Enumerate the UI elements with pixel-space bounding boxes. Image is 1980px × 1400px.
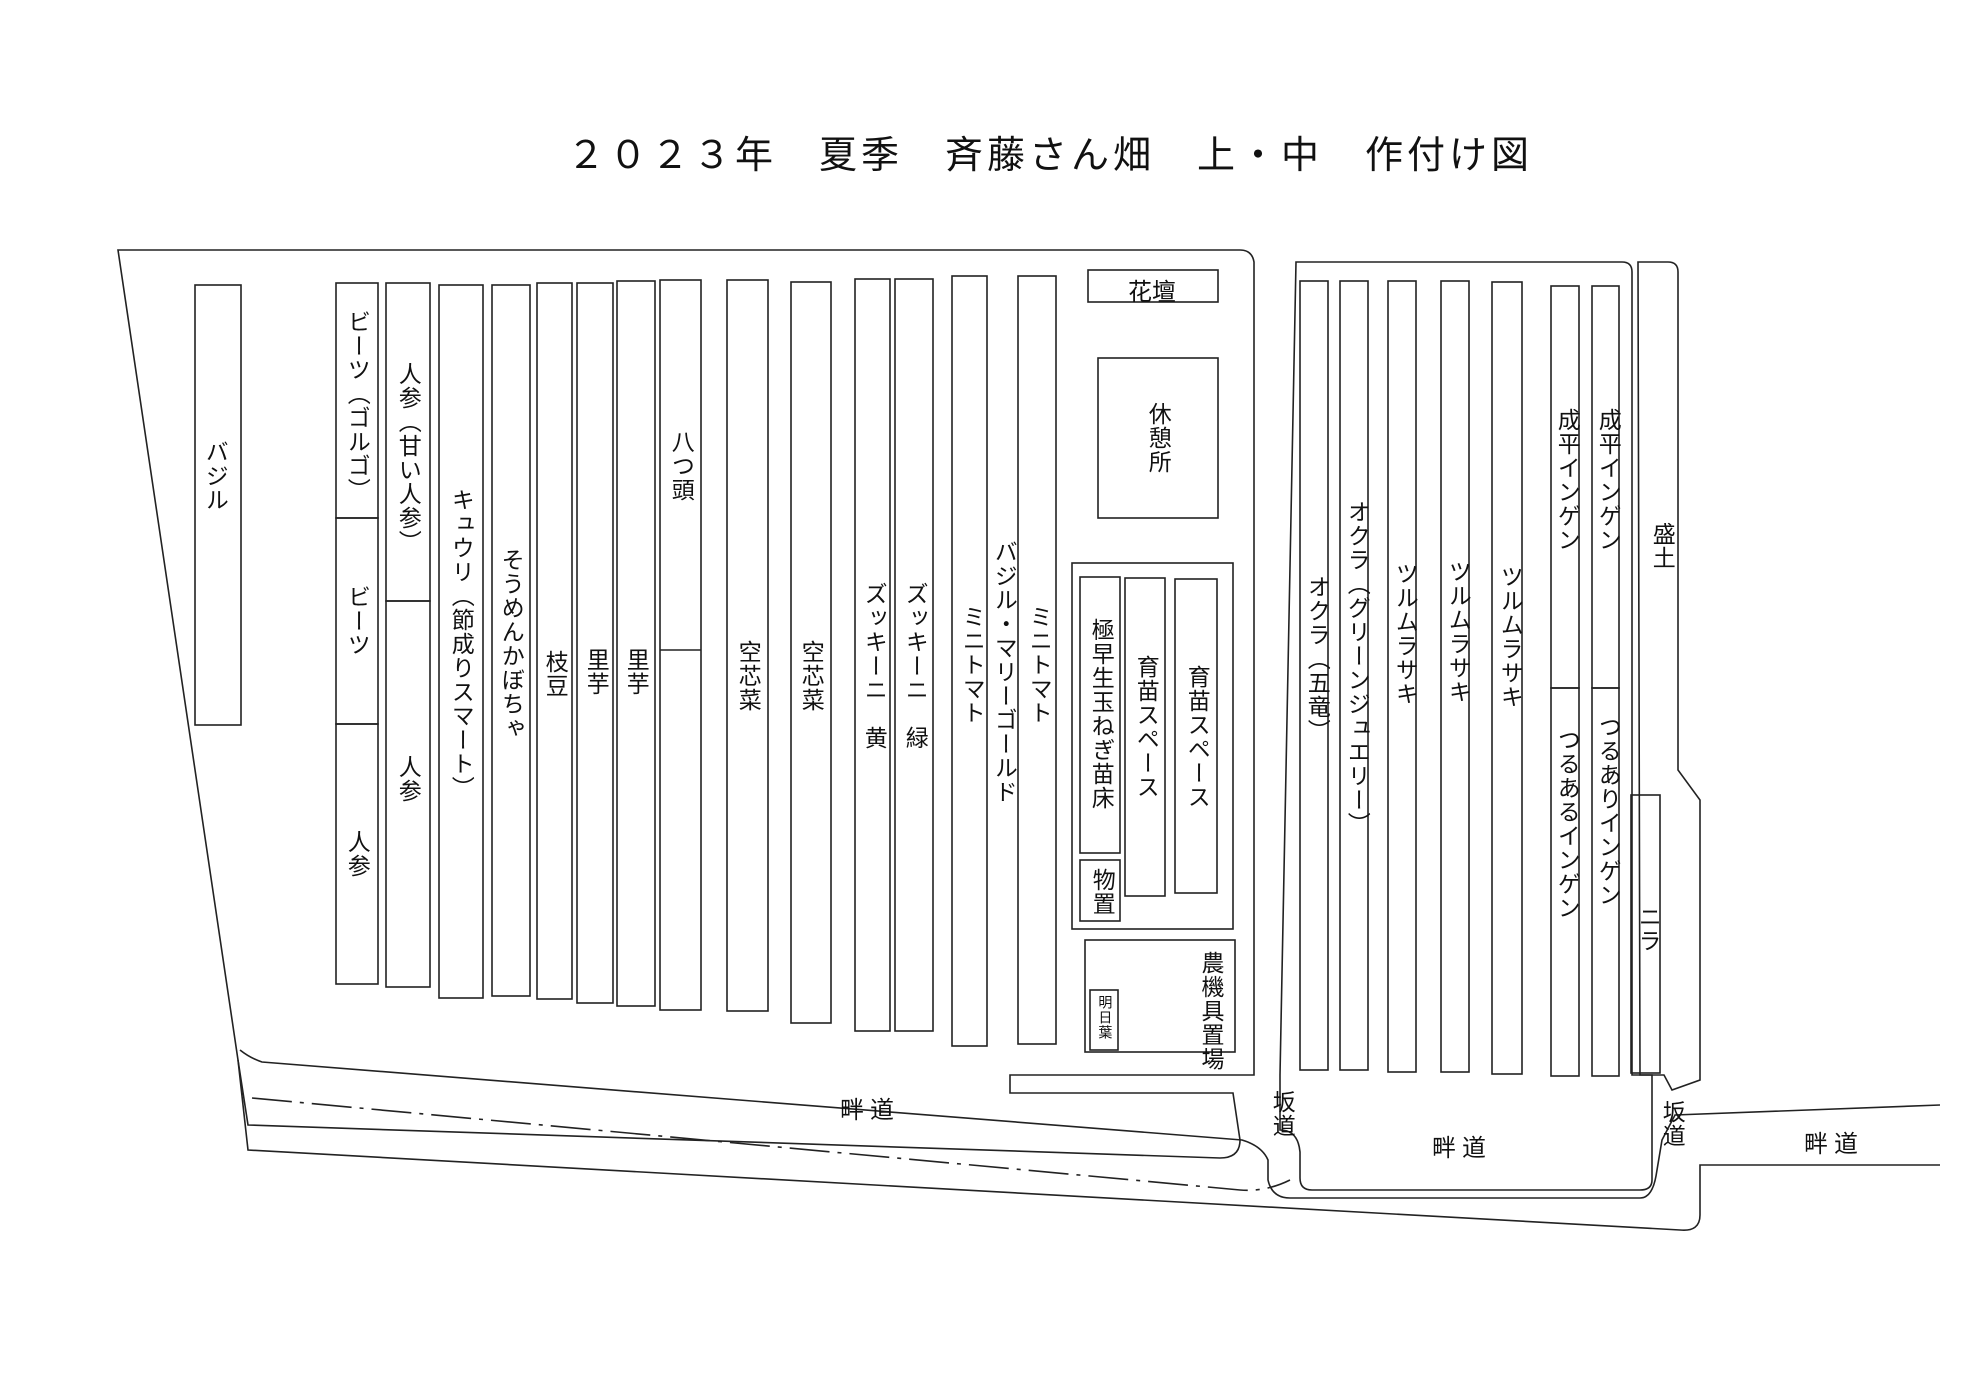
- label-nursery-2: 育苗スペース: [1183, 665, 1210, 809]
- bed-taro-2: [616, 280, 656, 1007]
- bed-zucchini-green: [894, 278, 934, 1032]
- label-cucumber: キュウリ（節成りスマート）: [447, 488, 474, 800]
- bed-ashitaba: [1089, 989, 1119, 1051]
- path-centerline: [251, 1097, 1291, 1192]
- farm-tools-area: [1084, 939, 1236, 1053]
- label-basil-marigold: バジル・マリーゴールド: [990, 540, 1017, 804]
- storage-shed: [1079, 859, 1121, 922]
- bed-okra-green-jewelry: [1339, 280, 1369, 1071]
- label-carrot-b: 人参: [394, 755, 421, 803]
- bed-somen-squash: [491, 284, 531, 997]
- label-tsuru-aru: つるあるインゲン: [1553, 728, 1580, 920]
- label-okra-green-jewelry: オクラ（グリーンジュエリー）: [1343, 500, 1370, 836]
- label-storage: 物置: [1088, 868, 1115, 916]
- bed-okra-goryu: [1299, 280, 1329, 1071]
- bed-kushinsai-2: [790, 281, 832, 1024]
- label-ashitaba: 明日葉: [1096, 995, 1113, 1040]
- label-narihira-2: 成平インゲン: [1594, 408, 1621, 552]
- bed-onion: [1079, 576, 1121, 854]
- bed-basil: [194, 284, 242, 726]
- label-yatsugashira: 八つ頭: [667, 430, 694, 502]
- label-nursery-1: 育苗スペース: [1132, 655, 1159, 799]
- bed-nira: [1630, 794, 1661, 1074]
- right-strip-outline: [1637, 261, 1701, 1091]
- flowerbed: [1087, 269, 1219, 303]
- label-onion-bed: 極早生玉ねぎ苗床: [1087, 618, 1114, 810]
- bed-tsuru-aru: [1550, 687, 1580, 1077]
- rest-area: [1097, 357, 1219, 519]
- label-morido: 盛土: [1648, 522, 1675, 570]
- label-path-3: 畔道: [1804, 1130, 1864, 1158]
- label-tsurumurasaki-3: ツルムラサキ: [1496, 565, 1523, 709]
- label-slope-2: 坂道: [1658, 1100, 1685, 1148]
- bed-cucumber: [438, 284, 484, 999]
- label-zucchini-green: ズッキーニ 緑: [901, 582, 928, 750]
- label-taro-2: 里芋: [622, 648, 649, 696]
- label-beets-golgo: ビーツ（ゴルゴ）: [343, 310, 370, 502]
- label-nira: ニラ: [1634, 905, 1661, 953]
- label-tsurumurasaki-1: ツルムラサキ: [1391, 562, 1418, 706]
- bed-zucchini-yellow: [854, 278, 891, 1032]
- bed-taro-1: [576, 282, 614, 1004]
- bed-tsurumurasaki-2: [1440, 280, 1470, 1073]
- label-beets: ビーツ: [343, 585, 370, 657]
- bed-edamame: [536, 282, 573, 1000]
- label-tsurumurasaki-2: ツルムラサキ: [1444, 560, 1471, 704]
- label-zucchini-yellow: ズッキーニ 黄: [860, 582, 887, 750]
- bed-minitomato-2: [1017, 275, 1057, 1045]
- label-flowerbed: 花壇: [1128, 278, 1176, 306]
- nursery-2: [1174, 578, 1218, 894]
- bed-carrot-a: [335, 723, 379, 985]
- lower-path-band: [239, 1049, 1941, 1199]
- label-slope-1: 坂道: [1268, 1090, 1295, 1138]
- bed-minitomato-1: [951, 275, 988, 1047]
- bed-tsurumurasaki-3: [1491, 281, 1523, 1075]
- label-taro-1: 里芋: [582, 648, 609, 696]
- main-field-outline: [117, 249, 1255, 1159]
- label-okra-goryu: オクラ（五竜）: [1303, 575, 1330, 743]
- label-kushinsai-1: 空芯菜: [734, 640, 761, 712]
- label-somen-squash: そうめんかぼちゃ: [497, 548, 524, 740]
- label-edamame: 枝豆: [541, 650, 568, 698]
- label-path-2: 畔道: [1432, 1134, 1492, 1162]
- bed-tsurumurasaki-1: [1387, 280, 1417, 1073]
- middle-field-outline: [1279, 261, 1653, 1191]
- label-tsuru-ari: つるありインゲン: [1594, 715, 1621, 907]
- label-farm-tools: 農機具置場: [1197, 951, 1223, 1071]
- bed-tsuru-ari: [1591, 687, 1620, 1077]
- label-narihira-1: 成平インゲン: [1553, 408, 1580, 552]
- lower-path-edge: [237, 1059, 1940, 1232]
- label-minitomato-2: ミニトマト: [1025, 605, 1052, 725]
- bed-kushinsai-1: [726, 279, 769, 1012]
- bed-carrot-b: [385, 600, 431, 988]
- bed-yatsugashira: [659, 279, 702, 1011]
- label-carrot-sweet: 人参（甘い人参）: [394, 362, 421, 554]
- label-basil: バジル: [201, 440, 228, 512]
- label-path-1: 畔道: [840, 1096, 900, 1124]
- label-carrot-a: 人参: [343, 830, 370, 878]
- nursery-area: [1071, 562, 1234, 930]
- page-title: ２０２３年 夏季 斉藤さん畑 上・中 作付け図: [566, 133, 1533, 177]
- label-kushinsai-2: 空芯菜: [797, 640, 824, 712]
- label-rest-area: 休憩所: [1144, 402, 1171, 474]
- label-minitomato-1: ミニトマト: [958, 605, 985, 725]
- nursery-1: [1124, 577, 1166, 897]
